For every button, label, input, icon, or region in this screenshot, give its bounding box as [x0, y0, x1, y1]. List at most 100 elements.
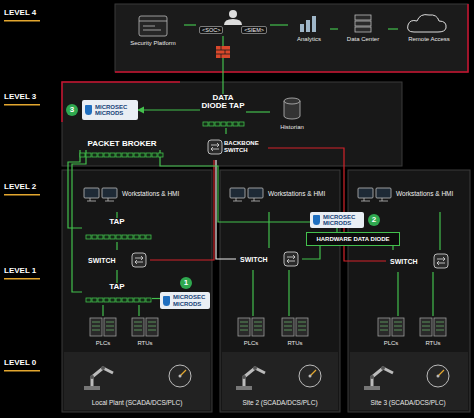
port-square — [140, 235, 145, 239]
node-text: <SIEM> — [241, 26, 267, 34]
historian-icon — [284, 98, 300, 119]
site-column — [348, 170, 470, 412]
site-node: Site 2 (SCADA/DCS/PLC) — [224, 356, 336, 408]
icon-node: RTUs — [276, 316, 314, 348]
icon-node: Data Center — [338, 14, 388, 44]
graphic-part — [306, 20, 310, 32]
graphic-part — [355, 21, 371, 26]
port-square — [104, 153, 109, 157]
rtu-rack — [296, 318, 308, 336]
connector — [392, 246, 393, 250]
port-square — [134, 153, 139, 157]
plc-rack — [378, 318, 390, 336]
connector — [68, 150, 82, 228]
level-underline — [4, 194, 40, 196]
graphic-part — [312, 16, 316, 32]
connector — [432, 272, 433, 316]
level-underline — [4, 104, 40, 106]
connector — [116, 270, 117, 283]
plc-rack — [104, 318, 116, 336]
port-square — [80, 153, 85, 157]
node-text: DATA DIODE TAP — [200, 94, 246, 110]
port-square — [128, 235, 133, 239]
port-square — [110, 235, 115, 239]
cloud-icon — [408, 15, 447, 32]
node-text: Analytics — [297, 36, 321, 43]
level-underline — [4, 278, 40, 280]
connector — [116, 242, 117, 250]
switch-icon — [434, 254, 448, 268]
connector — [184, 24, 196, 25]
switch-node: SWITCH — [386, 250, 452, 272]
port-square — [86, 153, 91, 157]
node-text: TAP — [109, 283, 124, 291]
port-square — [209, 122, 214, 126]
gauge-icon — [427, 365, 449, 387]
node-text: SWITCH — [88, 257, 150, 264]
port-square — [227, 122, 232, 126]
node-text: <SOC> — [199, 26, 223, 34]
port-square — [134, 298, 139, 302]
switch-icon — [284, 252, 298, 266]
port-square — [221, 122, 226, 126]
node-text: Remote Access — [408, 36, 450, 43]
robot-arm — [84, 366, 113, 390]
callout-number: 3 — [66, 104, 78, 116]
node-text: MICROSEC MICRODS — [323, 214, 362, 227]
port-square — [104, 235, 109, 239]
connector — [72, 150, 86, 292]
node-text: BACKBONE SWITCH — [224, 140, 268, 153]
port-square — [92, 153, 97, 157]
port-square — [140, 153, 145, 157]
switch-icon — [132, 253, 146, 267]
workstation-node: Workstations & HMI — [78, 176, 206, 212]
node-text: MICROSEC MICRODS — [173, 294, 208, 307]
connector — [268, 212, 269, 248]
port-square — [134, 235, 139, 239]
icon-node: Historian — [270, 96, 314, 132]
port-square — [86, 235, 91, 239]
node-text: PLCs — [244, 340, 259, 347]
graphic-part — [216, 46, 230, 58]
switch-icon — [208, 140, 222, 154]
connector — [138, 305, 139, 316]
rtu-rack — [146, 318, 158, 336]
port-square — [86, 298, 91, 302]
icon-node: PLCs — [372, 316, 410, 348]
icon-node: RTUs — [126, 316, 164, 348]
data-diode-bar: HARDWARE DATA DIODE — [306, 232, 400, 246]
port-square — [203, 122, 208, 126]
node-text: RTUs — [287, 340, 302, 347]
node-text: HARDWARE DATA DIODE — [316, 236, 389, 242]
server-icon — [355, 15, 371, 32]
microsec-logo: MICROSEC MICRODS — [310, 212, 364, 228]
port-square — [146, 298, 151, 302]
rtu-rack — [132, 318, 144, 336]
switch-node: SWITCH — [84, 250, 150, 270]
port-square — [128, 153, 133, 157]
graphic-part — [300, 24, 304, 32]
site-column — [220, 170, 340, 412]
callout-number: 2 — [368, 214, 380, 226]
port-square — [92, 235, 97, 239]
site-node: Site 3 (SCADA/DCS/PLC) — [352, 356, 464, 408]
connector — [330, 28, 338, 29]
node-text: Historian — [280, 124, 304, 131]
node-text: Local Plant (SCADA/DCS/PLC) — [92, 399, 183, 406]
workstation-node: Workstations & HMI — [224, 176, 338, 212]
connector — [270, 24, 288, 25]
icon-node: PLCs — [84, 316, 122, 348]
graphic-part — [139, 21, 167, 30]
graphic-part — [216, 46, 230, 58]
robot-arm — [236, 366, 265, 390]
level-label: LEVEL 1 — [4, 266, 36, 275]
node-text: Workstations & HMI — [396, 190, 466, 197]
connector — [216, 160, 236, 259]
port-square — [233, 122, 238, 126]
node-text: RTUs — [425, 340, 440, 347]
graphic-part — [355, 15, 371, 20]
